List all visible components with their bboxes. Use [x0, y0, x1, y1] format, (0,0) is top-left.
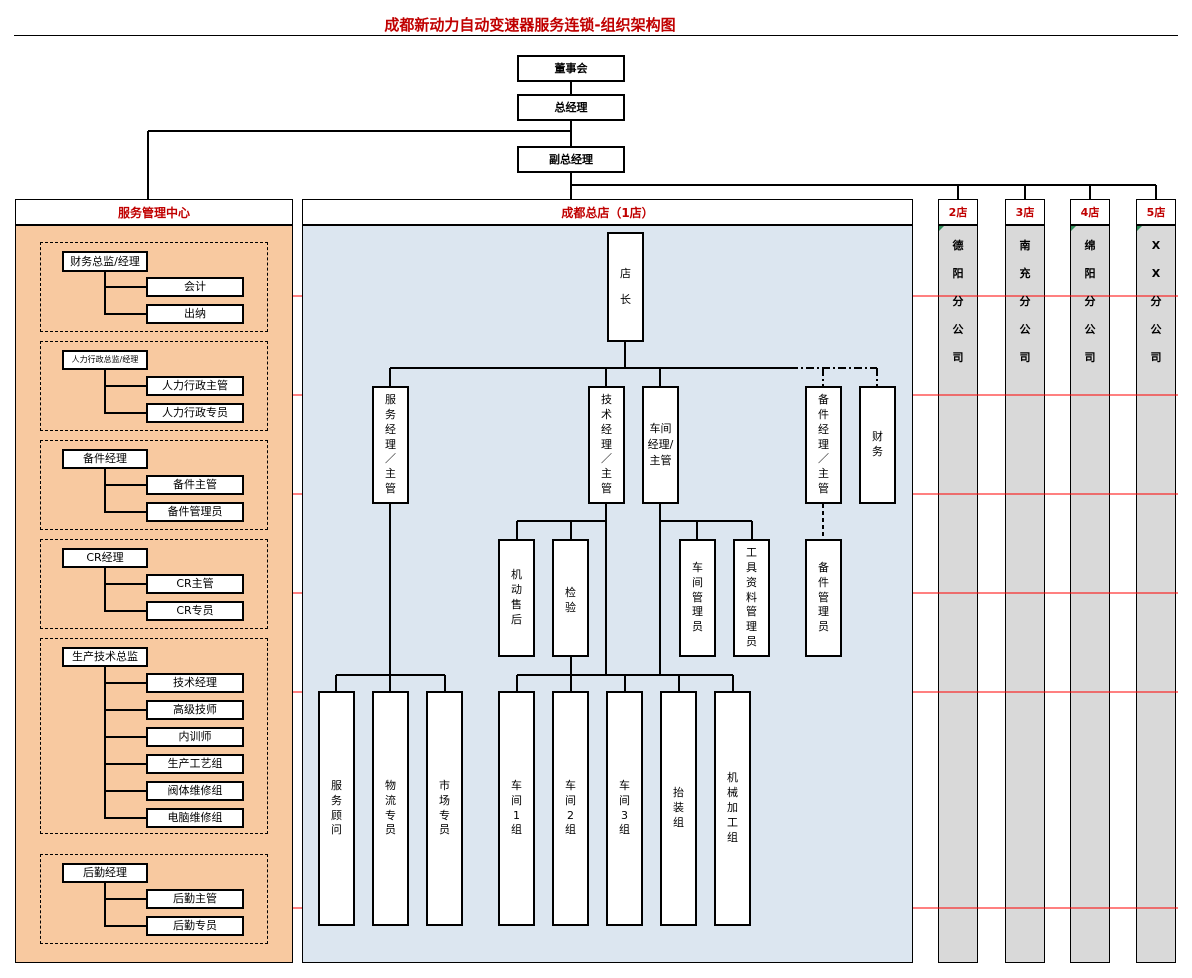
- branch-2-marker: [939, 226, 944, 231]
- logistics-store-box: 物流专员: [372, 691, 409, 926]
- branch-2-column: [938, 225, 978, 963]
- hr-supervisor-box: 人力行政主管: [146, 376, 244, 396]
- logistics-specialist-box: 后勤专员: [146, 916, 244, 936]
- hr-group: [40, 341, 268, 431]
- store-manager-box: 店长: [607, 232, 644, 342]
- production-group: [40, 638, 268, 834]
- production-director-box: 生产技术总监: [62, 647, 148, 667]
- parts-clerk-store-box: 备件管理员: [805, 539, 842, 657]
- service-center-panel: [15, 225, 293, 963]
- service-advisor-box: 服务顾问: [318, 691, 355, 926]
- parts-supervisor-box: 备件主管: [146, 475, 244, 495]
- workshop-admin-box: 车间管理员: [679, 539, 716, 657]
- page-title: 成都新动力自动变速器服务连锁-组织架构图: [384, 16, 676, 34]
- branch-3-header: 3店: [1005, 199, 1045, 225]
- valve-repair-group-box: 阀体维修组: [146, 781, 244, 801]
- cashier-box: 出纳: [146, 304, 244, 324]
- cr-supervisor-box: CR主管: [146, 574, 244, 594]
- cr-specialist-box: CR专员: [146, 601, 244, 621]
- parts-manager-box: 备件经理: [62, 449, 148, 469]
- cr-manager-box: CR经理: [62, 548, 148, 568]
- branch-3-column: [1005, 225, 1045, 963]
- senior-technician-box: 高级技师: [146, 700, 244, 720]
- deputy-general-manager-box: 副总经理: [517, 146, 625, 173]
- general-manager-box: 总经理: [517, 94, 625, 121]
- branch-5-column: [1136, 225, 1176, 963]
- service-center-header: 服务管理中心: [15, 199, 293, 225]
- tech-manager-store-box: 技术经理／主管: [588, 386, 625, 504]
- accountant-box: 会计: [146, 277, 244, 297]
- branch-4-name: 绵阳分公司: [1084, 239, 1096, 364]
- hr-director-box: 人力行政总监/经理: [62, 350, 148, 370]
- workshop-manager-box: 车间经理/主管: [642, 386, 679, 504]
- finance-box: 财务: [859, 386, 896, 504]
- tool-docs-admin-box: 工具资料管理员: [733, 539, 770, 657]
- process-group-box: 生产工艺组: [146, 754, 244, 774]
- main-store-header: 成都总店（1店）: [302, 199, 913, 225]
- branch-5-header: 5店: [1136, 199, 1176, 225]
- board-box: 董事会: [517, 55, 625, 82]
- computer-repair-group-box: 电脑维修组: [146, 808, 244, 828]
- branch-2-name: 德阳分公司: [952, 239, 964, 364]
- logistics-manager-box: 后勤经理: [62, 863, 148, 883]
- service-manager-box: 服务经理／主管: [372, 386, 409, 504]
- internal-trainer-box: 内训师: [146, 727, 244, 747]
- parts-manager-store-box: 备件经理／主管: [805, 386, 842, 504]
- finance-director-box: 财务总监/经理: [62, 251, 148, 272]
- parts-group: [40, 440, 268, 530]
- machining-group-box: 机械加工组: [714, 691, 751, 926]
- parts-clerk-box: 备件管理员: [146, 502, 244, 522]
- hr-specialist-box: 人力行政专员: [146, 403, 244, 423]
- tech-manager-box: 技术经理: [146, 673, 244, 693]
- branch-3-name: 南充分公司: [1019, 239, 1031, 364]
- title-divider: [14, 35, 1178, 36]
- finance-group: [40, 242, 268, 332]
- logistics-group: [40, 854, 268, 944]
- inspection-box: 检验: [552, 539, 589, 657]
- cr-group: [40, 539, 268, 629]
- workshop-manager-label: 车间经理/主管: [647, 422, 674, 467]
- branch-5-marker: [1137, 226, 1142, 231]
- assembly-group-box: 抬装组: [660, 691, 697, 926]
- after-sales-box: 机动售后: [498, 539, 535, 657]
- branch-4-marker: [1071, 226, 1076, 231]
- branch-4-column: [1070, 225, 1110, 963]
- logistics-supervisor-box: 后勤主管: [146, 889, 244, 909]
- marketing-specialist-box: 市场专员: [426, 691, 463, 926]
- branch-4-header: 4店: [1070, 199, 1110, 225]
- branch-2-header: 2店: [938, 199, 978, 225]
